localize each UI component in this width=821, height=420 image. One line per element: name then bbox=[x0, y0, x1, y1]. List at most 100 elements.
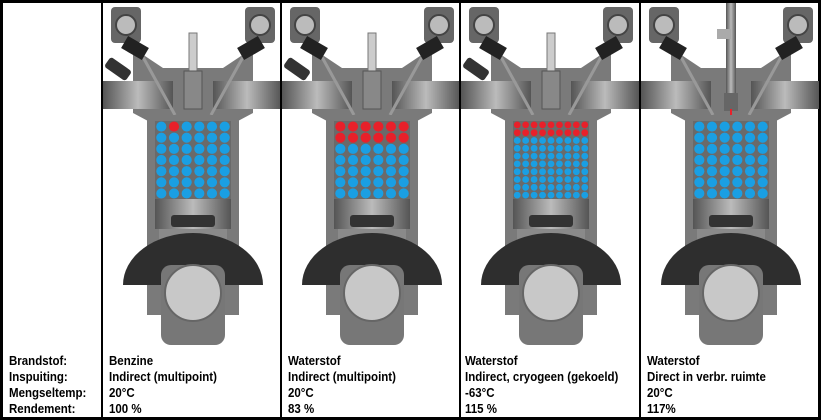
air-particle bbox=[206, 132, 218, 143]
air-particle bbox=[522, 144, 530, 152]
rendement-value: 83 % bbox=[288, 402, 315, 416]
engine-diagram bbox=[641, 3, 819, 345]
engine-diagram bbox=[461, 7, 639, 345]
air-particle bbox=[513, 191, 521, 199]
air-particle bbox=[539, 137, 546, 144]
intake-valve bbox=[136, 47, 177, 116]
air-particle bbox=[181, 121, 192, 132]
air-particle bbox=[564, 160, 572, 168]
air-particle bbox=[219, 177, 230, 188]
air-particle bbox=[744, 132, 756, 143]
air-particle bbox=[556, 168, 563, 176]
fuel-particle bbox=[335, 132, 346, 143]
inspuiting-value: Indirect (multipoint) bbox=[109, 370, 217, 384]
cam-lobe-left bbox=[653, 14, 675, 36]
top-fuel-injector bbox=[726, 3, 736, 93]
air-particle bbox=[719, 166, 730, 177]
air-particle bbox=[706, 132, 718, 143]
fuel-particle bbox=[360, 121, 371, 132]
air-particle bbox=[168, 177, 180, 188]
intake-valve bbox=[674, 47, 715, 116]
air-particle bbox=[385, 143, 397, 154]
crankshaft bbox=[522, 264, 580, 322]
spark-plug-base bbox=[183, 70, 203, 110]
air-particle bbox=[347, 154, 359, 166]
air-particle bbox=[694, 132, 705, 143]
air-particle bbox=[168, 154, 180, 166]
inspuiting-value: Direct in verbr. ruimte bbox=[647, 370, 766, 384]
air-particle bbox=[335, 154, 346, 166]
fuel-particle bbox=[564, 121, 572, 129]
air-particle bbox=[181, 132, 192, 143]
air-particle bbox=[206, 143, 218, 154]
intake-port bbox=[103, 81, 173, 109]
fuel-particle bbox=[556, 129, 563, 137]
cam-lobe-right bbox=[428, 14, 450, 36]
air-particle bbox=[398, 188, 409, 199]
air-particle bbox=[513, 176, 521, 183]
air-particle bbox=[360, 143, 371, 154]
air-particle bbox=[522, 137, 530, 144]
label-brandstof: Brandstof: bbox=[9, 354, 68, 368]
air-particle bbox=[694, 166, 705, 177]
fuel-particle bbox=[347, 132, 359, 143]
exhaust-port bbox=[751, 81, 819, 109]
air-particle bbox=[347, 143, 359, 154]
rendement-value: 117% bbox=[647, 402, 676, 416]
air-particle bbox=[522, 160, 530, 168]
crankshaft bbox=[702, 264, 760, 322]
air-particle bbox=[744, 143, 756, 154]
crankshaft bbox=[343, 264, 401, 322]
port-fuel-injector bbox=[284, 57, 310, 81]
air-particle bbox=[335, 188, 346, 199]
air-particle bbox=[744, 188, 756, 199]
air-particle bbox=[385, 188, 397, 199]
valve-spring-left bbox=[479, 35, 507, 61]
cam-lobe-right bbox=[787, 14, 809, 36]
air-particle bbox=[373, 154, 384, 166]
air-particle bbox=[530, 144, 538, 152]
mengseltemp-value: 20°C bbox=[288, 386, 314, 400]
fuel-particle bbox=[347, 121, 359, 132]
air-particle bbox=[564, 137, 572, 144]
air-particle bbox=[564, 191, 572, 199]
engine-column-4: Waterstof Direct in verbr. ruimte 20°C 1… bbox=[639, 3, 820, 417]
air-particle bbox=[168, 132, 180, 143]
air-particle bbox=[556, 176, 563, 183]
air-particle bbox=[181, 154, 192, 166]
air-particle bbox=[556, 183, 563, 191]
label-column: Brandstof: Inspuiting: Mengseltemp: Rend… bbox=[3, 3, 101, 417]
air-particle bbox=[744, 121, 756, 132]
fuel-particle bbox=[530, 129, 538, 137]
engine-diagram bbox=[103, 7, 281, 345]
spark-plug-base bbox=[362, 70, 382, 110]
valve-spring-left bbox=[121, 35, 149, 61]
mengseltemp-value: -63°C bbox=[465, 386, 495, 400]
air-particle bbox=[694, 121, 705, 132]
air-particle bbox=[547, 183, 555, 191]
air-particle bbox=[694, 188, 705, 199]
air-particle bbox=[206, 188, 218, 199]
air-particle bbox=[522, 176, 530, 183]
air-particle bbox=[398, 154, 409, 166]
air-particle bbox=[373, 166, 384, 177]
fuel-particle bbox=[572, 129, 580, 137]
mengseltemp-value: 20°C bbox=[109, 386, 135, 400]
air-particle bbox=[539, 152, 546, 160]
fuel-particle bbox=[373, 121, 384, 132]
air-particle bbox=[547, 168, 555, 176]
air-particle bbox=[522, 183, 530, 191]
air-particle bbox=[539, 168, 546, 176]
air-particle bbox=[581, 191, 589, 199]
intake-port bbox=[282, 81, 352, 109]
air-particle bbox=[522, 168, 530, 176]
air-particle bbox=[219, 166, 230, 177]
air-particle bbox=[547, 160, 555, 168]
piston-pin bbox=[350, 215, 394, 227]
air-particle bbox=[581, 160, 589, 168]
valve-spring-left bbox=[300, 35, 328, 61]
air-particle bbox=[522, 191, 530, 199]
air-particle bbox=[539, 144, 546, 152]
fuel-particle bbox=[513, 121, 521, 129]
air-particle bbox=[719, 154, 730, 166]
